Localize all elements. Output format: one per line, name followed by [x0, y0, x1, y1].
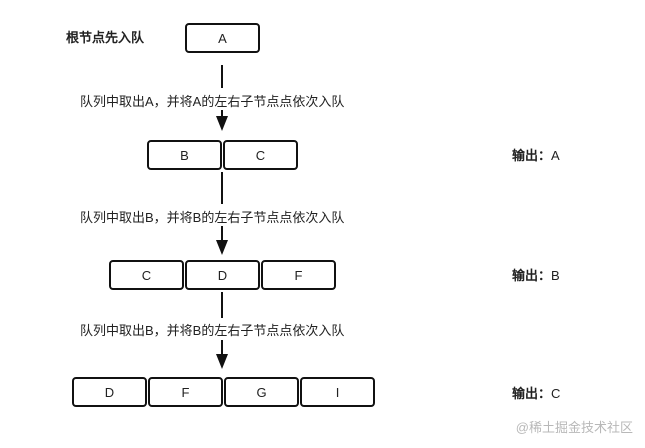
queue-cell: C — [223, 140, 298, 170]
step-label-1: 队列中取出A，并将A的左右子节点点依次入队 — [80, 94, 345, 109]
queue-step-1: B C — [147, 140, 298, 170]
output-1: 输出：A — [512, 148, 560, 164]
initial-label: 根节点先入队 — [66, 30, 145, 45]
queue-cell: B — [147, 140, 222, 170]
queue-cell: D — [72, 377, 147, 407]
queue-cell: A — [185, 23, 260, 53]
watermark: @稀土掘金技术社区 — [515, 420, 633, 435]
arrow-head-1 — [216, 116, 228, 131]
output-prefix: 输出： — [512, 268, 552, 283]
output-prefix: 输出： — [512, 148, 552, 163]
output-prefix: 输出： — [512, 386, 552, 401]
output-value: B — [551, 268, 560, 283]
queue-cell: F — [261, 260, 336, 290]
queue-cell: C — [109, 260, 184, 290]
queue-cell: G — [224, 377, 299, 407]
queue-step-2: C D F — [109, 260, 336, 290]
queue-cell: F — [148, 377, 223, 407]
output-3: 输出：C — [512, 386, 560, 402]
arrow-head-3 — [216, 354, 228, 369]
output-value: C — [551, 386, 561, 401]
queue-step-3: D F G I — [72, 377, 375, 407]
queue-initial: A — [185, 23, 260, 53]
step-label-3: 队列中取出B，并将B的左右子节点点依次入队 — [80, 323, 345, 338]
output-2: 输出：B — [512, 268, 560, 284]
queue-cell: I — [300, 377, 375, 407]
step-label-2: 队列中取出B，并将B的左右子节点点依次入队 — [80, 210, 345, 225]
queue-cell: D — [185, 260, 260, 290]
arrow-head-2 — [216, 240, 228, 255]
output-value: A — [551, 148, 560, 163]
